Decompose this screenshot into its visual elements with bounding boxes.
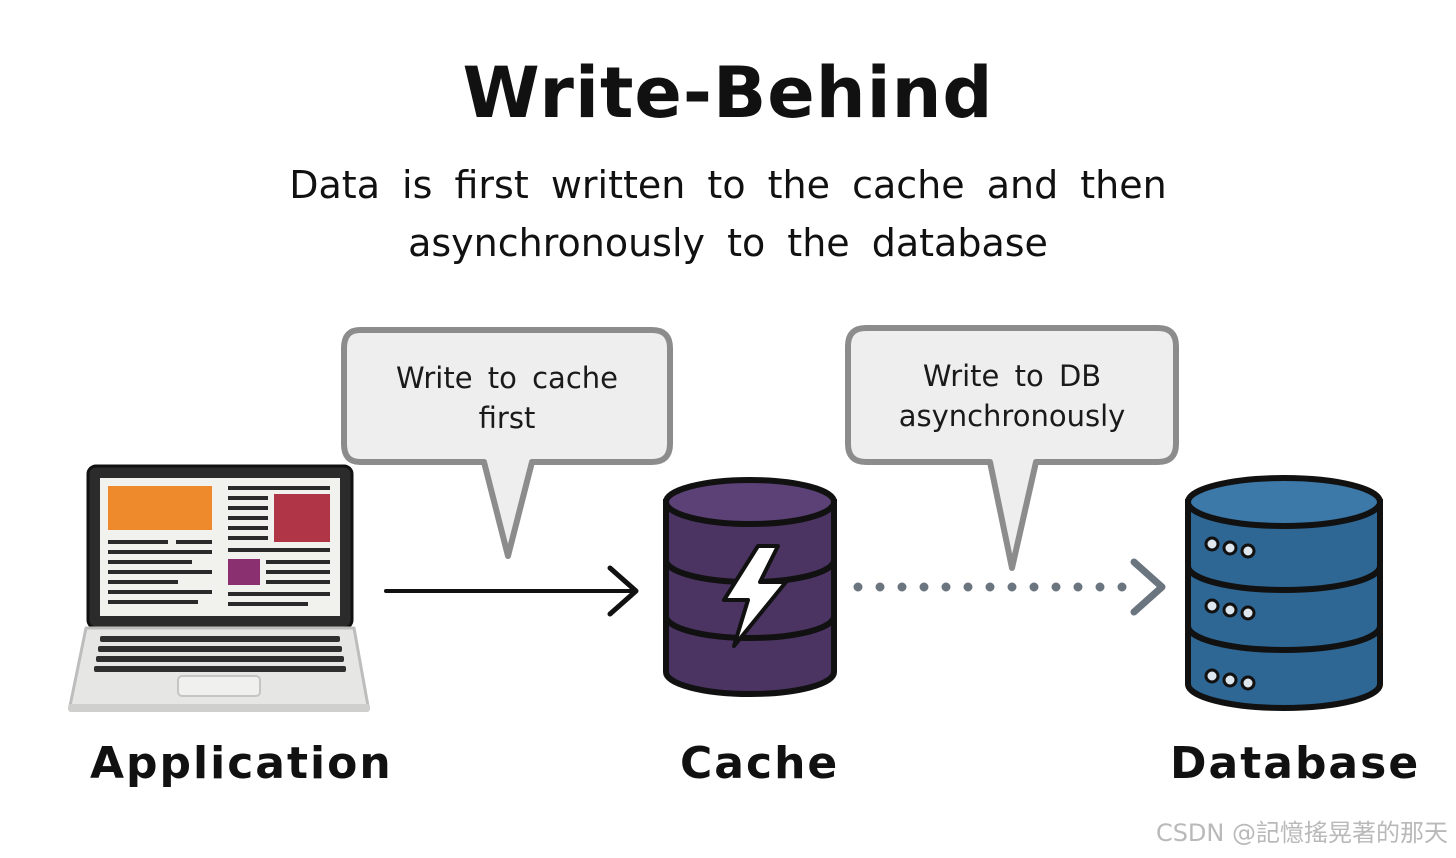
database-server-icon	[1185, 475, 1383, 711]
bubble-left-line-1: Write to cache	[396, 361, 618, 395]
bubble-right-line-2: asynchronously	[898, 399, 1126, 433]
bubble-left-text: Write to cache first	[346, 358, 668, 438]
arrow-cache-to-db-async	[853, 558, 1166, 616]
diagram-subtitle: Data is first written to the cache and t…	[0, 156, 1456, 272]
cache-cylinder-lightning-icon	[663, 477, 837, 697]
label-cache: Cache	[680, 738, 840, 789]
label-database: Database	[1170, 738, 1421, 789]
bubble-write-to-cache	[341, 327, 673, 559]
watermark: CSDN @記憶搖晃著的那天	[1155, 819, 1448, 847]
bubble-right-line-1: Write to DB	[922, 359, 1102, 393]
bubble-right-text: Write to DB asynchronously	[850, 356, 1174, 436]
bubble-left-line-2: first	[478, 401, 536, 435]
subtitle-line-1: Data is first written to the cache and t…	[289, 163, 1167, 207]
label-application: Application	[90, 738, 393, 789]
subtitle-line-2: asynchronously to the database	[408, 221, 1048, 265]
bubble-write-to-db	[845, 325, 1179, 571]
diagram-title: Write-Behind	[462, 52, 994, 134]
arrow-app-to-cache	[384, 565, 639, 617]
laptop-icon	[68, 464, 370, 712]
